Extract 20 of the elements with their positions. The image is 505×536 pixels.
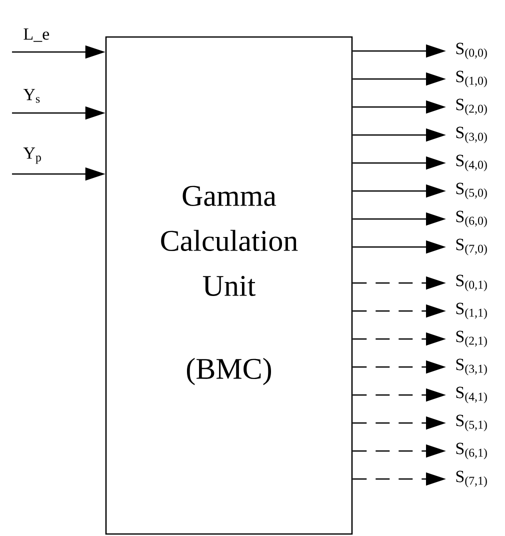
signal-label: S$_{(3,0)}$ xyxy=(456,126,487,144)
signal-label: S$_{(6,1)}$ xyxy=(456,442,487,460)
signal-label: S$_{(5,1)}$ xyxy=(456,414,487,432)
unit-box: Gamma Calculation Unit (BMC) xyxy=(105,36,353,535)
signal-label: L_e xyxy=(24,28,50,42)
signal-label: S$_{(6,0)}$ xyxy=(456,210,487,228)
signal-label: S$_{(2,0)}$ xyxy=(456,98,487,116)
signal-label: S$_{(5,0)}$ xyxy=(456,182,487,200)
signal-label: S$_{(7,1)}$ xyxy=(456,470,487,488)
signal-label: S$_{(4,1)}$ xyxy=(456,386,487,404)
signal-label: S$_{(0,1)}$ xyxy=(456,274,487,292)
signal-label: S$_{(1,1)}$ xyxy=(456,302,487,320)
signal-label: S$_{(0,0)}$ xyxy=(456,42,487,60)
signal-label: S$_{(4,0)}$ xyxy=(456,154,487,172)
signal-label: Y$_{s}$ xyxy=(23,88,40,103)
signal-label: S$_{(1,0)}$ xyxy=(456,70,487,88)
signal-label: S$_{(3,1)}$ xyxy=(456,358,487,376)
signal-label: Y$_{p}$ xyxy=(23,148,41,164)
signal-label: S$_{(7,0)}$ xyxy=(456,238,487,256)
signal-label: S$_{(2,1)}$ xyxy=(456,330,487,348)
